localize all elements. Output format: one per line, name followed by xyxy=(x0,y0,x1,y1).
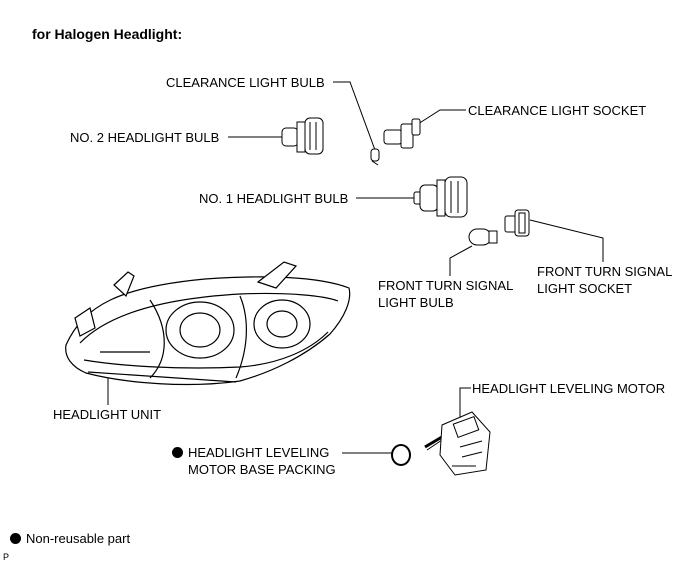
non-reusable-dot-icon xyxy=(172,447,183,458)
leader-clearance-socket xyxy=(417,109,466,125)
label-turn-signal-bulb: FRONT TURN SIGNAL LIGHT BULB xyxy=(378,278,514,310)
no2-headlight-bulb-part xyxy=(281,117,324,155)
leader-turn-socket xyxy=(529,219,604,262)
packing-ring-part xyxy=(391,444,411,466)
non-reusable-dot-icon xyxy=(10,533,21,544)
label-turn-signal-socket: FRONT TURN SIGNAL LIGHT SOCKET xyxy=(537,264,673,296)
legend-non-reusable: Non-reusable part xyxy=(10,531,130,546)
turn-signal-socket-part xyxy=(504,209,530,237)
leader-leveling-motor xyxy=(459,387,471,418)
clearance-light-socket-part xyxy=(383,118,421,149)
label-leveling-packing: HEADLIGHT LEVELING MOTOR BASE PACKING xyxy=(172,444,336,478)
label-clearance-light-socket: CLEARANCE LIGHT SOCKET xyxy=(468,103,647,118)
label-leveling-motor: HEADLIGHT LEVELING MOTOR xyxy=(472,381,666,396)
leader-turn-bulb xyxy=(449,245,473,276)
label-no2-headlight-bulb: NO. 2 HEADLIGHT BULB xyxy=(70,130,220,145)
label-no1-headlight-bulb: NO. 1 HEADLIGHT BULB xyxy=(199,191,349,206)
clearance-light-bulb-part xyxy=(370,148,380,166)
leader-clearance-bulb xyxy=(333,81,376,151)
turn-signal-bulb-part xyxy=(468,228,498,246)
label-clearance-light-bulb: CLEARANCE LIGHT BULB xyxy=(166,75,325,90)
leveling-motor-part xyxy=(424,411,491,476)
label-headlight-unit: HEADLIGHT UNIT xyxy=(53,407,162,422)
diagram-title: for Halogen Headlight: xyxy=(32,26,183,42)
headlight-unit-part xyxy=(65,261,351,386)
no1-headlight-bulb-part xyxy=(413,176,468,218)
corner-mark: P xyxy=(3,552,10,562)
